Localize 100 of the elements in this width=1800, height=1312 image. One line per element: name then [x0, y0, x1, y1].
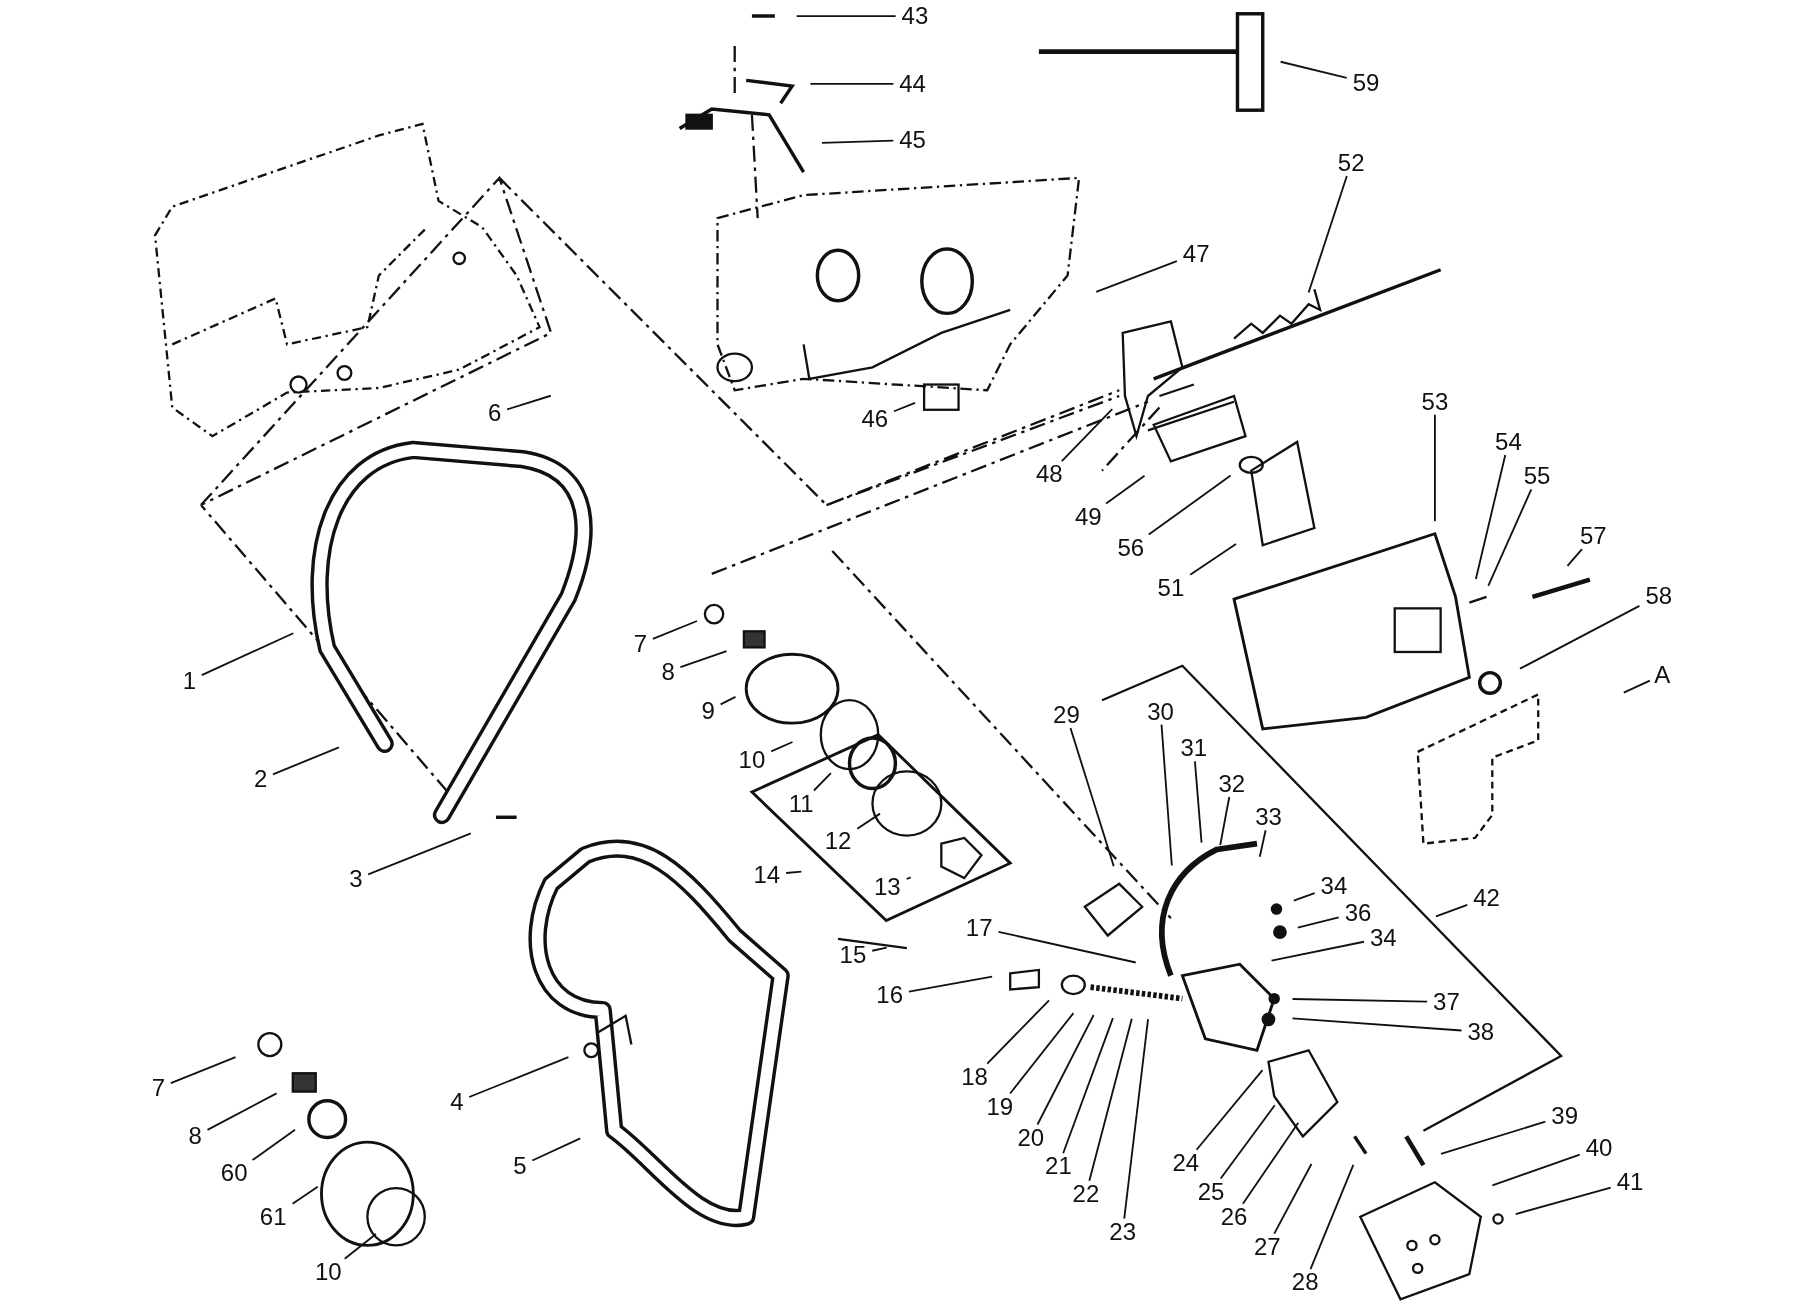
callout-number: 51 [1157, 574, 1185, 601]
callout-number: 3 [349, 866, 363, 893]
leader-line [1123, 1018, 1149, 1220]
leader-line [1219, 1104, 1276, 1180]
callout-number: 61 [259, 1203, 287, 1230]
callout-number: 1 [182, 667, 197, 694]
leader-line [1095, 260, 1178, 293]
callout-number: 29 [1053, 702, 1080, 729]
leader-line [905, 876, 912, 880]
callout-number: 52 [1337, 150, 1365, 176]
leader-line [719, 696, 737, 706]
leader-line [367, 832, 472, 876]
callout-number: 14 [753, 861, 781, 888]
callout-number: 10 [738, 746, 766, 773]
callout-number: 18 [961, 1063, 988, 1090]
leader-line [206, 1092, 278, 1131]
leader-line [1435, 903, 1469, 918]
leader-line [1147, 474, 1232, 536]
leader-line [1194, 760, 1203, 844]
leader-line [169, 1056, 237, 1085]
leader-line [651, 620, 698, 640]
leader-line [813, 772, 832, 792]
callout-number: 13 [874, 874, 901, 901]
leader-line [997, 930, 1137, 964]
leader-line [291, 1185, 319, 1205]
callout-number: 46 [861, 406, 889, 432]
leader-line [506, 394, 552, 411]
callout-number: 27 [1254, 1233, 1281, 1260]
callout-number: 2 [253, 766, 268, 793]
leader-line [1273, 1163, 1313, 1235]
callout-number: 17 [965, 914, 993, 941]
leader-line [468, 1056, 570, 1098]
callout-number: 45 [899, 127, 926, 154]
leader-line [1291, 998, 1428, 1003]
callout-number: 49 [1074, 503, 1102, 530]
callout-number: 44 [899, 70, 926, 97]
callout-number: 43 [901, 3, 929, 30]
callout-number: 20 [1017, 1124, 1045, 1151]
callout-number: 16 [876, 982, 903, 1009]
leader-line [856, 812, 881, 830]
callout-number: 9 [701, 697, 715, 724]
callout-number: 4 [450, 1089, 464, 1116]
callout-number: 33 [1255, 804, 1282, 831]
callout-number: 5 [513, 1153, 527, 1180]
leader-line [1514, 1186, 1612, 1215]
leader-line [679, 650, 728, 669]
leader-line [795, 15, 897, 17]
leader-line [1009, 1012, 1075, 1095]
leader-line [531, 1137, 582, 1162]
callout-number: 15 [839, 942, 867, 969]
leader-line [1160, 723, 1173, 867]
callout-number: 30 [1147, 698, 1174, 725]
leader-line [251, 1128, 296, 1162]
leader-line [871, 946, 888, 952]
leader-line [1069, 727, 1115, 868]
callout-number: 41 [1616, 1169, 1644, 1196]
leader-line [200, 632, 295, 676]
callout-number: 6 [488, 400, 502, 427]
callout-number: 36 [1344, 899, 1372, 926]
callout-number: 48 [1035, 461, 1063, 488]
callout-number: 37 [1433, 989, 1460, 1016]
callout-number: 47 [1182, 240, 1210, 267]
leader-line [785, 870, 803, 874]
callout-number: 34 [1369, 924, 1397, 951]
leader-line [343, 1233, 377, 1260]
leader-line [1440, 1120, 1547, 1155]
callout-number: 58 [1645, 582, 1673, 609]
leader-line [1474, 454, 1507, 580]
callout-number: 34 [1320, 873, 1348, 900]
callout-number: 53 [1421, 388, 1449, 415]
leader-line [1270, 940, 1365, 962]
callout-number: 55 [1523, 463, 1551, 490]
leader-line [1088, 1017, 1133, 1182]
callout-number: 59 [1352, 69, 1380, 96]
callout-number: 38 [1467, 1019, 1495, 1045]
callout-number: 31 [1180, 735, 1208, 762]
leader-line [1292, 892, 1316, 902]
leader-line [1622, 679, 1651, 694]
callout-number: 10 [314, 1258, 342, 1285]
leader-line [893, 401, 916, 413]
callout-number: 25 [1197, 1178, 1225, 1205]
callout-number: 12 [824, 828, 852, 855]
callout-number: 57 [1580, 523, 1607, 550]
leader-line [1291, 1017, 1463, 1032]
leader-line [908, 975, 994, 993]
leader-line [1242, 1121, 1300, 1205]
callout-number: 32 [1218, 771, 1246, 798]
leader-line [1189, 543, 1237, 576]
leader-line [1105, 474, 1146, 505]
leader-line [1258, 829, 1267, 858]
leader-line [272, 746, 340, 776]
callout-number: 54 [1495, 428, 1522, 455]
leader-line [1296, 916, 1340, 929]
leader-line [1219, 796, 1231, 847]
leader-line [1491, 1153, 1581, 1187]
leader-line [1279, 60, 1348, 79]
callout-number: 24 [1172, 1149, 1200, 1176]
leader-line [1566, 548, 1583, 567]
leader-line [1307, 175, 1348, 294]
callout-number: 42 [1473, 884, 1500, 911]
